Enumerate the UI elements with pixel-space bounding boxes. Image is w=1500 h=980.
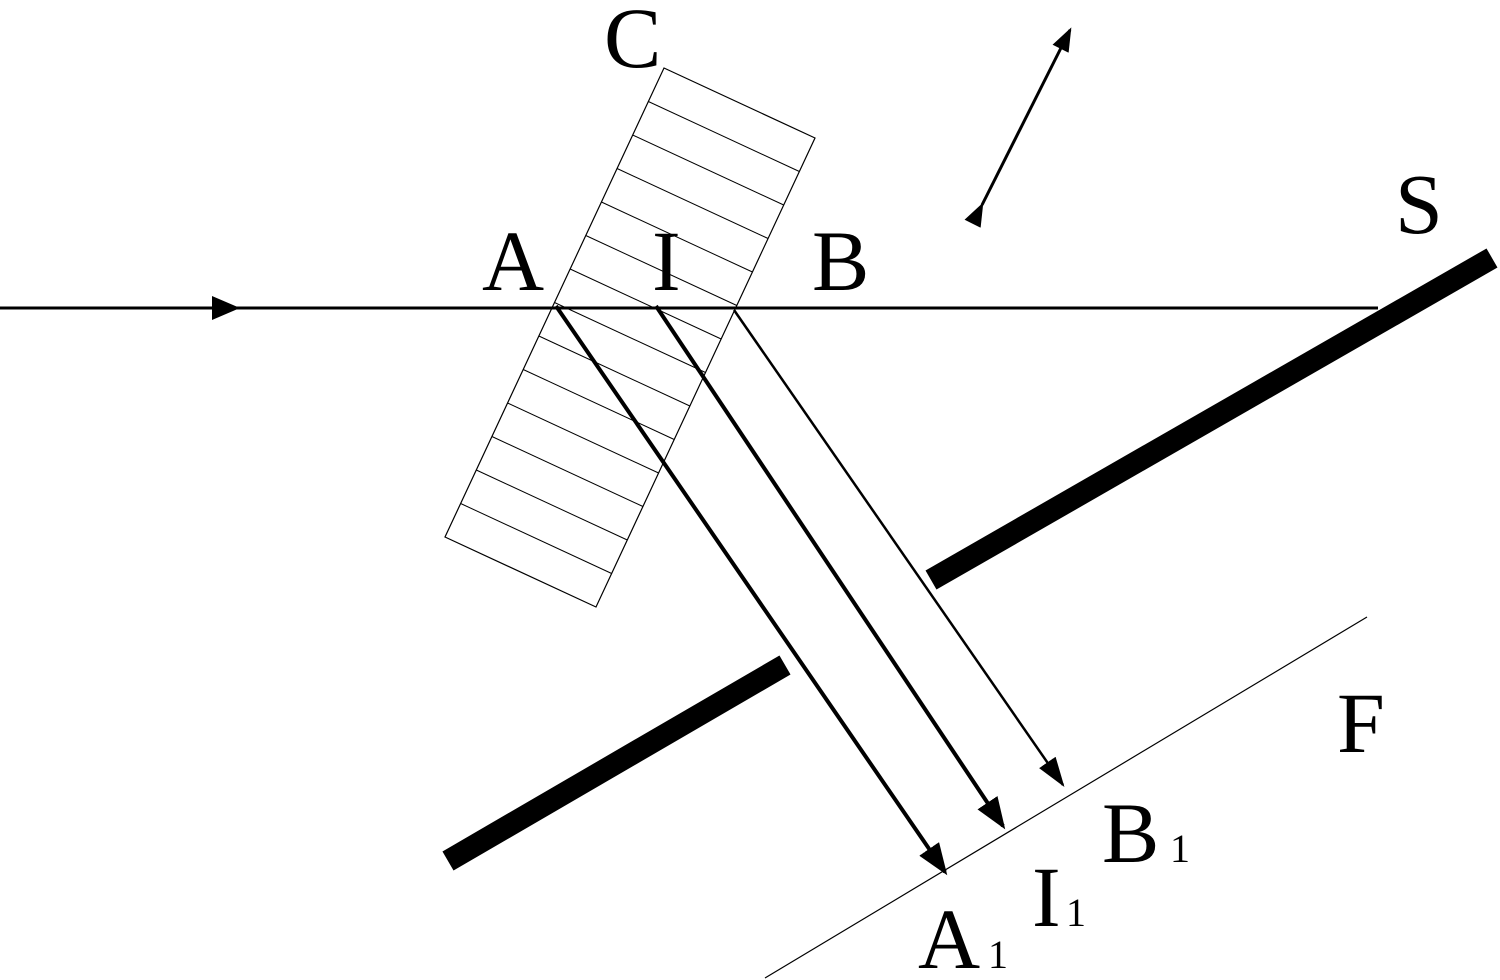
hatch-line xyxy=(476,469,628,541)
label-b1-main: B xyxy=(1102,785,1159,881)
ray-b-b1 xyxy=(732,309,1065,788)
label-a1: A 1 xyxy=(918,891,1008,980)
hatch-line xyxy=(585,235,737,306)
crystal-plate xyxy=(444,67,816,608)
label-b1-sub: 1 xyxy=(1170,826,1190,871)
screen-s xyxy=(442,248,1498,871)
hatch-line xyxy=(538,335,691,407)
crystal-outline xyxy=(444,67,816,608)
screen-lower-segment xyxy=(442,655,791,871)
crystal-hatching xyxy=(460,101,800,574)
incident-ray xyxy=(0,296,1378,320)
label-a: A xyxy=(482,213,544,309)
hatch-line xyxy=(648,101,800,172)
hatch-line xyxy=(460,503,612,574)
ray-i-i1 xyxy=(654,304,1006,830)
label-b1: B 1 xyxy=(1102,785,1190,881)
screen-f xyxy=(764,616,1368,979)
hatch-line xyxy=(554,302,706,373)
hatch-line xyxy=(616,168,769,239)
hatch-line xyxy=(632,134,784,206)
label-a1-main: A xyxy=(918,891,980,980)
hatch-line xyxy=(523,369,675,440)
label-b: B xyxy=(812,213,869,309)
label-i1-main: I xyxy=(1032,849,1061,945)
hatch-line xyxy=(601,201,753,273)
label-f: F xyxy=(1337,675,1385,771)
label-i: I xyxy=(652,213,681,309)
incident-arrow-icon xyxy=(212,296,240,320)
label-c: C xyxy=(604,0,661,86)
double-arrow-icon xyxy=(964,27,1072,228)
hatch-line xyxy=(569,268,722,340)
label-a1-sub: 1 xyxy=(988,932,1008,977)
screen-upper-segment xyxy=(925,248,1498,590)
hatch-line xyxy=(507,402,659,474)
label-i1-sub: 1 xyxy=(1066,890,1086,935)
hatch-line xyxy=(491,436,644,507)
refracted-rays xyxy=(554,304,1065,876)
ray-a-a1 xyxy=(554,304,948,876)
label-s: S xyxy=(1395,156,1443,252)
label-i1: I 1 xyxy=(1032,849,1086,945)
